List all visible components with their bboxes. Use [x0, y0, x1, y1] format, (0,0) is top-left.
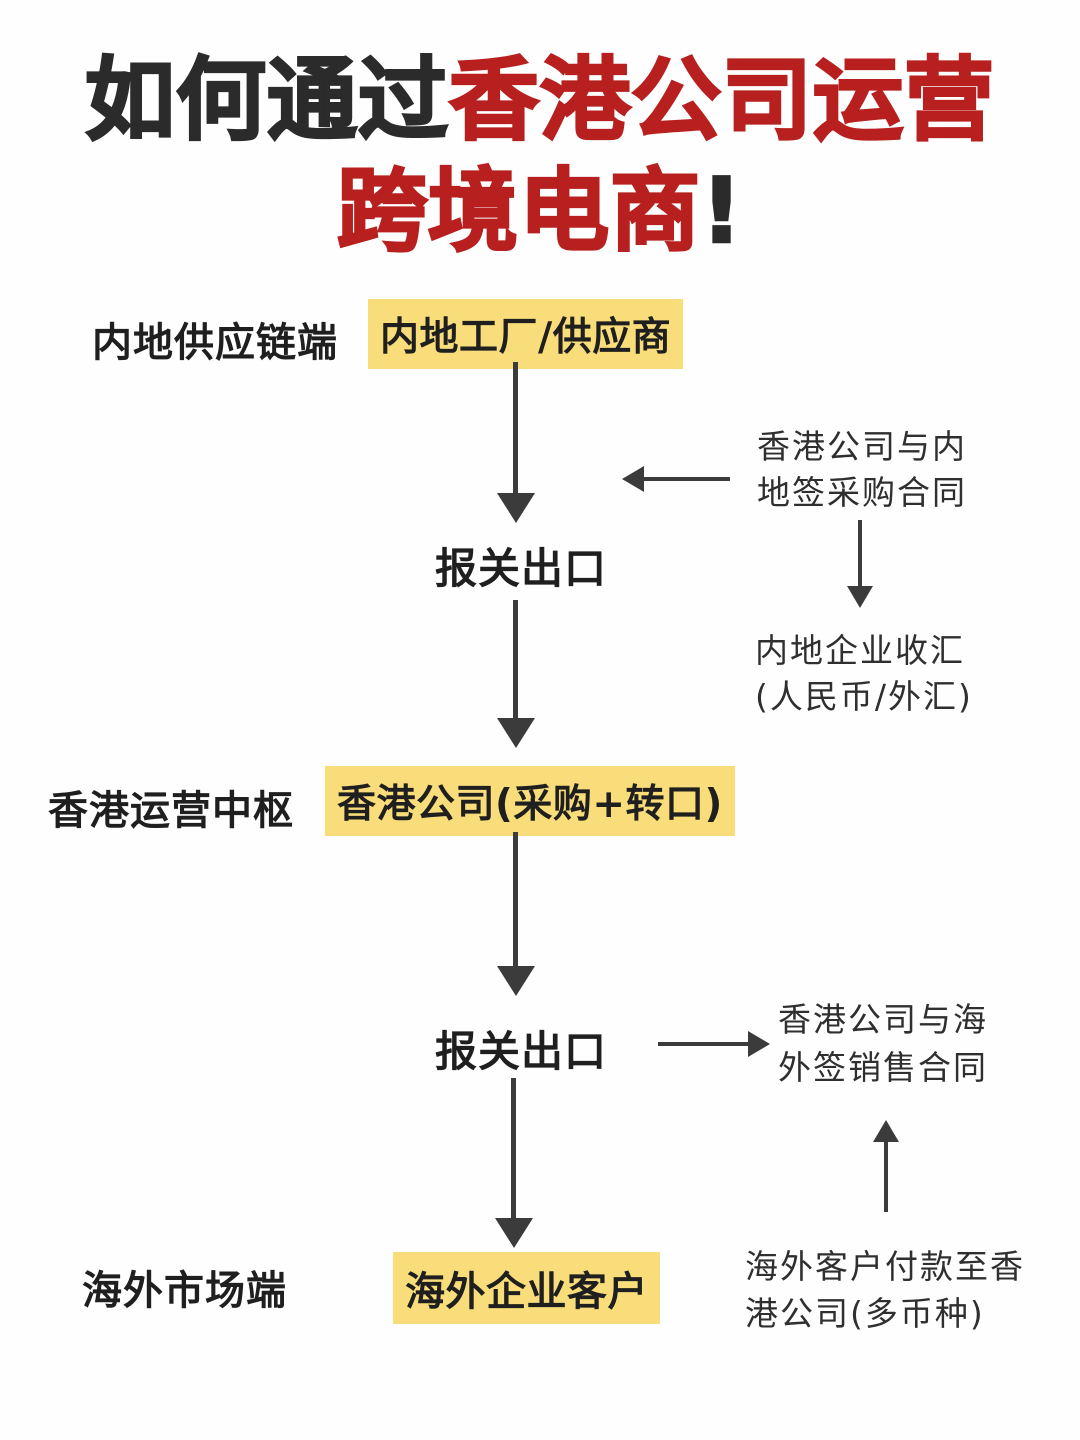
note-purchase-line2: 地签采购合同 — [757, 473, 967, 512]
arrow-factory-to-customs1 — [497, 362, 535, 523]
note-fx-receipt: 内地企业收汇 (人民币/外汇) — [755, 628, 973, 720]
arrow-shaft — [642, 477, 730, 481]
arrow-shaft — [884, 1140, 888, 1212]
arrow-purchase-note-to-flow — [622, 466, 730, 492]
note-payment-line1: 海外客户付款至香 — [745, 1247, 1025, 1286]
arrowhead-up-icon — [873, 1120, 899, 1142]
note-fx-line1: 内地企业收汇 — [755, 631, 965, 670]
stage-label-hk-hub: 香港运营中枢 — [48, 788, 294, 834]
stage-label-overseas-market: 海外市场端 — [82, 1268, 287, 1314]
arrow-customs1-to-hk — [497, 600, 535, 748]
stage-label-mainland-supply: 内地供应链端 — [92, 320, 338, 366]
title-line2-red: 跨境电商 — [336, 159, 702, 264]
arrow-customs2-to-customer — [495, 1078, 533, 1248]
note-purchase-contract: 香港公司与内 地签采购合同 — [757, 424, 967, 516]
arrow-shaft — [511, 1078, 516, 1221]
step-customs-export-1: 报关出口 — [435, 544, 608, 593]
node-mainland-factory: 内地工厂/供应商 — [368, 299, 684, 369]
node-overseas-customer: 海外企业客户 — [393, 1252, 660, 1324]
arrowhead-down-icon — [495, 1218, 533, 1248]
note-sales-contract: 香港公司与海 外签销售合同 — [778, 996, 988, 1092]
note-purchase-line1: 香港公司与内 — [757, 427, 967, 466]
step-customs-export-2: 报关出口 — [435, 1027, 608, 1076]
arrow-shaft — [513, 832, 518, 969]
page-title-line2: 跨境电商! — [0, 162, 1080, 262]
note-payment-line2: 港公司(多币种) — [745, 1294, 985, 1333]
note-sales-line2: 外签销售合同 — [778, 1048, 988, 1087]
arrowhead-down-icon — [497, 493, 535, 523]
arrowhead-down-icon — [497, 718, 535, 748]
title-line2-exclaim: ! — [700, 159, 744, 264]
note-fx-line2: (人民币/外汇) — [755, 677, 973, 716]
arrow-shaft — [658, 1042, 748, 1046]
arrow-shaft — [858, 520, 862, 588]
arrow-hk-to-customs2 — [497, 832, 535, 996]
title-black-part: 如何通过 — [84, 48, 450, 153]
node-hk-company: 香港公司(采购+转口) — [325, 766, 735, 836]
note-sales-line1: 香港公司与海 — [778, 1000, 988, 1039]
title-red-part: 香港公司运营 — [448, 48, 996, 153]
arrow-purchase-to-fx — [847, 520, 873, 608]
arrowhead-left-icon — [622, 466, 644, 492]
arrowhead-right-icon — [748, 1031, 770, 1057]
page-title-line1: 如何通过香港公司运营 — [0, 51, 1080, 151]
note-overseas-payment: 海外客户付款至香 港公司(多币种) — [745, 1243, 1025, 1337]
arrowhead-down-icon — [847, 586, 873, 608]
arrowhead-down-icon — [497, 966, 535, 996]
arrow-payment-to-sales — [873, 1120, 899, 1212]
arrow-shaft — [513, 600, 518, 721]
arrow-shaft — [513, 362, 518, 496]
arrow-customs2-to-sales-note — [658, 1031, 770, 1057]
